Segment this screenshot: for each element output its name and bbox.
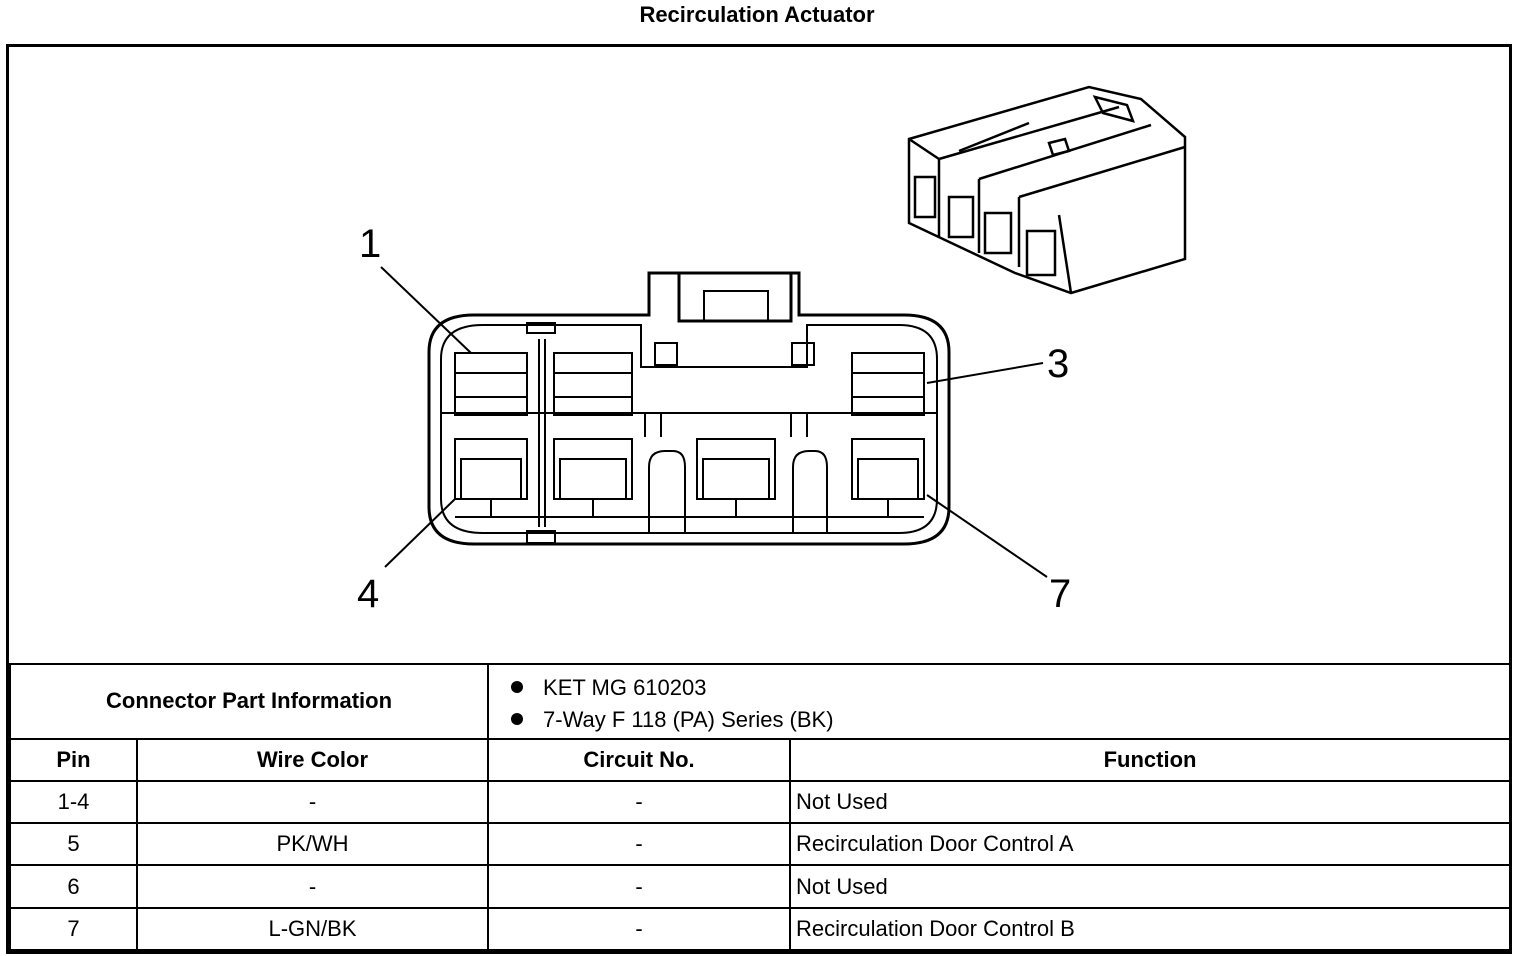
callout-leaders	[380, 266, 1048, 578]
table-row: 7 L-GN/BK - Recirculation Door Control B	[9, 906, 1512, 952]
callout-4: 4	[357, 572, 379, 616]
callout-7: 7	[1049, 572, 1071, 616]
cell-pin: 5	[9, 822, 138, 867]
cell-function: Not Used	[789, 779, 1512, 825]
table-row: 5 PK/WH - Recirculation Door Control A	[9, 822, 1512, 867]
cell-circuit-no: -	[487, 906, 792, 952]
page-title: Recirculation Actuator	[639, 2, 875, 27]
cell-wire-color: L-GN/BK	[135, 906, 490, 952]
header-function: Function	[789, 737, 1512, 782]
connector-part-info-label: Connector Part Information	[8, 663, 490, 740]
connector-face	[427, 271, 951, 546]
bullet-icon	[511, 713, 524, 726]
connector-3d-view	[907, 85, 1187, 295]
cell-pin: 6	[9, 864, 138, 909]
table-row: 1-4 - - Not Used	[9, 779, 1512, 825]
bullet-icon	[511, 681, 524, 694]
cell-wire-color: -	[135, 864, 490, 909]
callout-3: 3	[1047, 342, 1069, 386]
cell-wire-color: PK/WH	[135, 822, 490, 867]
cell-wire-color: -	[135, 779, 490, 825]
part-info-item: 7-Way F 118 (PA) Series (BK)	[511, 704, 1509, 736]
cell-pin: 7	[9, 906, 138, 952]
header-pin: Pin	[9, 737, 138, 782]
part-info-item: KET MG 610203	[511, 672, 1509, 704]
pinout-table: Connector Part Information KET MG 610203…	[8, 663, 1512, 952]
header-circuit-no: Circuit No.	[487, 737, 792, 782]
table-header-row: Pin Wire Color Circuit No. Function	[9, 737, 1512, 782]
cell-function: Not Used	[789, 864, 1512, 909]
cell-circuit-no: -	[487, 779, 792, 825]
header-wire-color: Wire Color	[135, 737, 490, 782]
cell-function: Recirculation Door Control A	[789, 822, 1512, 867]
cell-circuit-no: -	[487, 822, 792, 867]
connector-drawing: 1 3 4 7	[357, 85, 1187, 616]
diagram-frame: 1 3 4 7 Connector Part Information KET M…	[6, 44, 1512, 954]
cell-circuit-no: -	[487, 864, 792, 909]
cell-pin: 1-4	[9, 779, 138, 825]
connector-part-info-values: KET MG 610203 7-Way F 118 (PA) Series (B…	[487, 663, 1512, 740]
cell-function: Recirculation Door Control B	[789, 906, 1512, 952]
table-row: 6 - - Not Used	[9, 864, 1512, 909]
callout-1: 1	[359, 222, 381, 266]
